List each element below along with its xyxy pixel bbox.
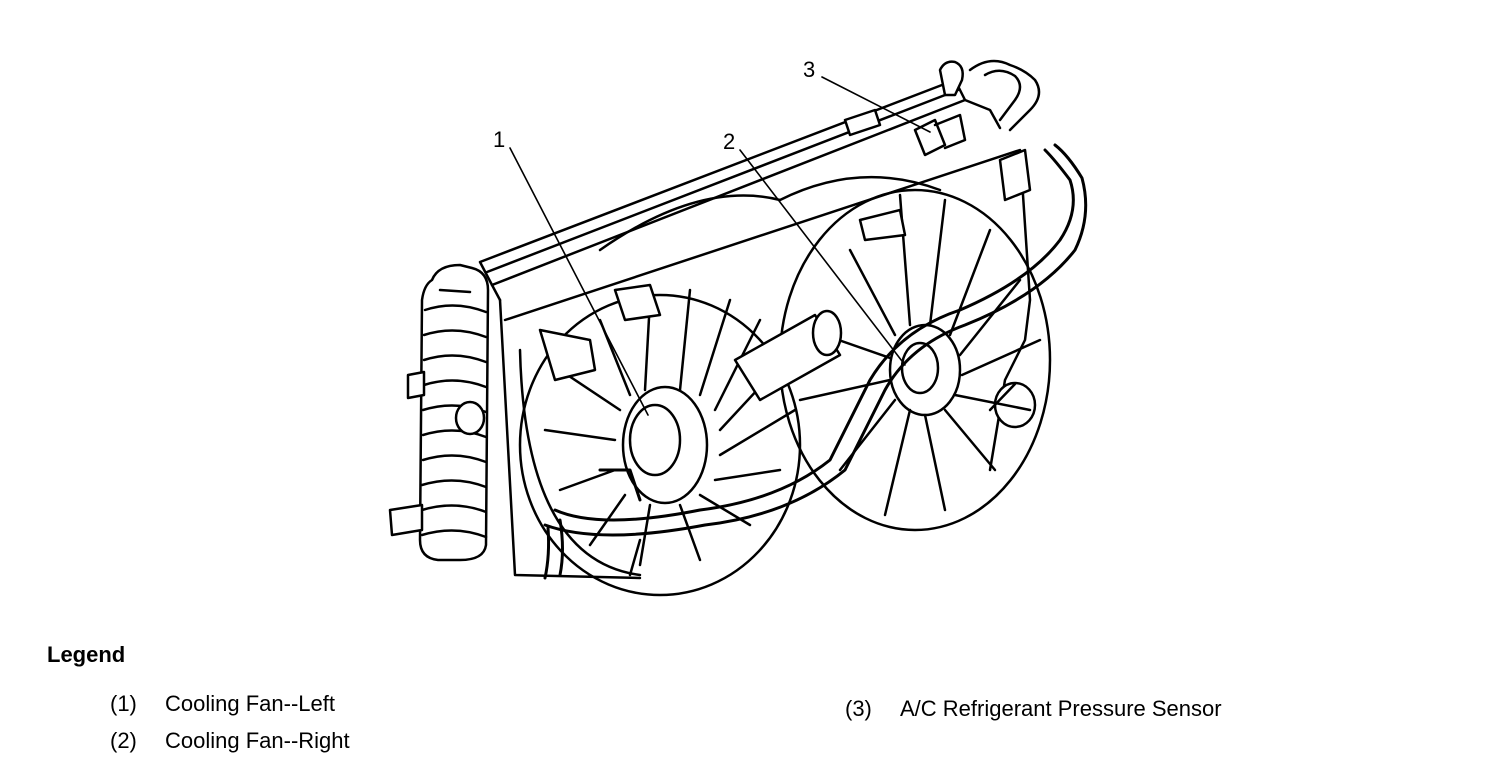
legend-item: (2) Cooling Fan--Right bbox=[110, 728, 350, 754]
ac-refrigerant-pressure-sensor bbox=[843, 59, 1041, 202]
legend-item: (1) Cooling Fan--Left bbox=[110, 691, 335, 717]
wiring-harness bbox=[543, 143, 1088, 580]
cooling-fan-assembly-illustration: 1 2 3 bbox=[388, 57, 1088, 597]
legend-item-label: A/C Refrigerant Pressure Sensor bbox=[900, 696, 1222, 721]
legend-item-number: (3) bbox=[845, 696, 872, 721]
legend-item-number: (2) bbox=[110, 728, 137, 753]
radiator-top-tank bbox=[478, 78, 1002, 302]
fan-shroud bbox=[498, 148, 1037, 580]
callout-number-2: 2 bbox=[723, 129, 735, 154]
legend-item-number: (1) bbox=[110, 691, 137, 716]
callout-number-1: 1 bbox=[493, 127, 505, 152]
callout-number-3: 3 bbox=[803, 57, 815, 82]
center-duct bbox=[733, 309, 843, 402]
legend-item: (3) A/C Refrigerant Pressure Sensor bbox=[845, 696, 1222, 722]
radiator-side-tank bbox=[388, 263, 490, 562]
legend-item-label: Cooling Fan--Right bbox=[165, 728, 350, 753]
cooling-fan-left bbox=[518, 283, 802, 597]
legend-title: Legend bbox=[47, 642, 126, 667]
legend-item-label: Cooling Fan--Left bbox=[165, 691, 335, 716]
callout-leaders bbox=[509, 76, 931, 416]
